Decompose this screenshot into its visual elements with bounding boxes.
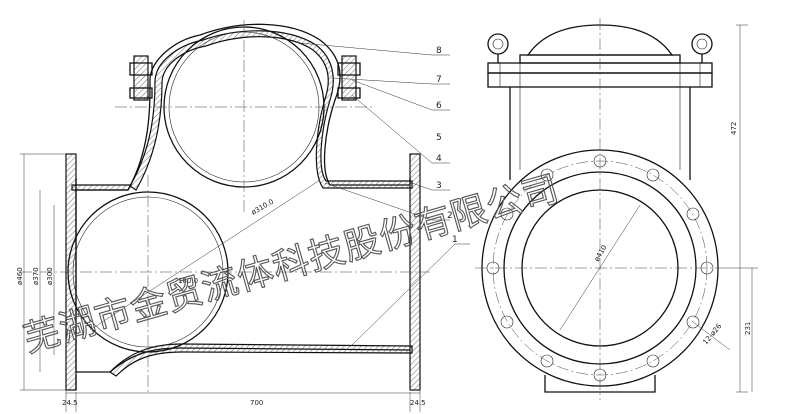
- dim-angle: 180.0: [178, 277, 198, 285]
- part-label-8: 8: [436, 46, 442, 56]
- part-label-4: 4: [436, 154, 442, 164]
- body-wall: [129, 30, 413, 191]
- part-label-1: 1: [452, 235, 458, 245]
- dim-flange-left: 24.5: [62, 399, 78, 407]
- dim-700: 700: [250, 399, 263, 407]
- front-view: ø310.0 180.0 ø460 ø370 ø300 700 24.5 24.…: [16, 20, 470, 412]
- cover-bolts: [499, 63, 701, 87]
- lifting-eye-left: [487, 33, 509, 63]
- bolt-holes: [486, 154, 714, 382]
- dim-370: ø370: [32, 267, 40, 285]
- dim-side-dia: ø410: [593, 244, 609, 263]
- dim-300: ø300: [46, 267, 54, 285]
- right-bolt: [337, 55, 361, 101]
- body-outline: [75, 23, 411, 191]
- dim-height-lower: 231: [744, 322, 752, 335]
- dim-460: ø460: [16, 267, 24, 285]
- left-bolt: [129, 55, 153, 101]
- dim-height-total: 472: [730, 122, 738, 135]
- part-label-3: 3: [436, 181, 442, 191]
- dim-bore-diag: ø310.0: [250, 198, 275, 217]
- part-label-5: 5: [436, 133, 442, 143]
- dim-flange-right: 24.5: [410, 399, 426, 407]
- part-label-2: 2: [447, 211, 453, 221]
- part-label-7: 7: [436, 75, 442, 85]
- lifting-eye-right: [691, 33, 713, 63]
- part-label-6: 6: [436, 101, 442, 111]
